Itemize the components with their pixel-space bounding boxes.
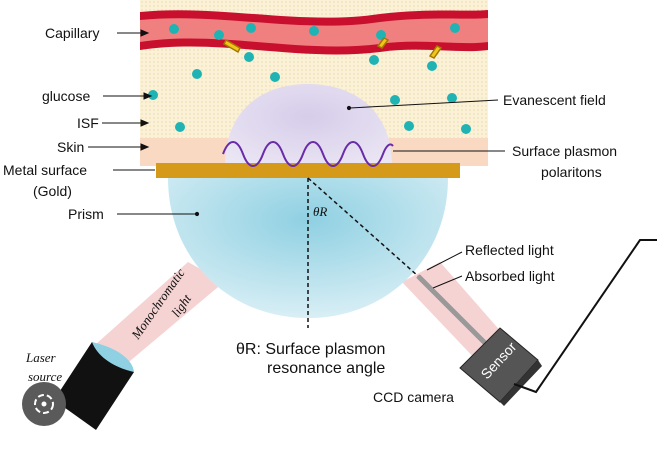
label-glucose: glucose [42, 88, 90, 104]
label-laser-source-2: source [28, 369, 62, 384]
metal-surface [156, 163, 460, 178]
pointer-lines [88, 29, 505, 289]
laser-source [22, 342, 134, 430]
sensor-cable [513, 239, 657, 394]
glucose-molecules [148, 23, 471, 134]
label-metal-surface-gold: (Gold) [33, 183, 72, 199]
sensor-box: Sensor [459, 327, 542, 406]
label-spp-line2: polaritons [541, 164, 602, 180]
label-laser-source-1: Laser [25, 350, 57, 365]
label-metal-surface: Metal surface [3, 162, 87, 178]
reflected-dashed-line [307, 177, 419, 277]
label-reflected-light: Reflected light [465, 242, 554, 258]
label-capillary: Capillary [45, 25, 99, 41]
label-ccd-camera: CCD camera [373, 389, 454, 405]
label-evanescent-field: Evanescent field [503, 92, 606, 108]
label-angle-definition-2: resonance angle [267, 360, 385, 377]
label-spp-line1: Surface plasmon [512, 143, 617, 159]
label-angle-definition-1: θR: Surface plasmon [236, 341, 385, 358]
surface-plasmon-wave [222, 141, 394, 167]
label-absorbed-light: Absorbed light [465, 268, 555, 284]
label-theta-r: θR [313, 204, 327, 219]
label-prism: Prism [68, 206, 104, 222]
label-skin: Skin [57, 139, 84, 155]
label-isf: ISF [77, 115, 99, 131]
absorbed-light-ray [416, 274, 490, 348]
incident-beam [96, 262, 224, 366]
transport-arrows [223, 37, 443, 59]
